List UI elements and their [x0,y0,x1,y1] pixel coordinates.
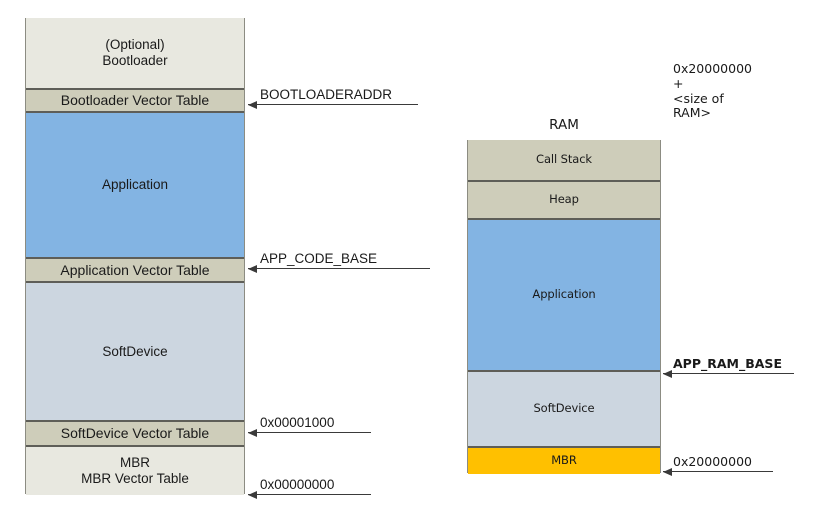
arrow-line [663,373,794,374]
arrow-head-icon [248,101,257,109]
ram-block-call-stack: Call Stack [468,140,660,181]
annotation-ram-0x20000000-label: 0x20000000 [673,454,752,470]
annotation-app-ram-base-label: APP_RAM_BASE [673,356,782,372]
arrow-head-icon [663,370,672,378]
flash-block-bootloader-label: (Optional) Bootloader [102,37,168,68]
arrow-line [248,432,371,433]
ram-block-mbr-label: MBR [551,453,577,468]
arrow-head-icon [248,491,257,499]
ram-block-heap: Heap [468,181,660,219]
annotation-bootloaderaddr-label: BOOTLOADERADDR [260,87,393,103]
flash-block-bootloader: (Optional) Bootloader [26,18,244,89]
flash-block-softdevice: SoftDevice [26,282,244,421]
arrow-line [248,104,418,105]
arrow-head-icon [248,265,257,273]
arrow-head-icon [663,468,672,476]
flash-block-bootloader-vector-table: Bootloader Vector Table [26,89,244,112]
ram-block-mbr: MBR [468,447,660,474]
arrow-head-icon [248,429,257,437]
flash-block-application: Application [26,112,244,258]
flash-block-application-vector-table: Application Vector Table [26,258,244,282]
flash-block-softdevice-label: SoftDevice [102,343,168,359]
flash-block-softdevice-vector-table: SoftDevice Vector Table [26,421,244,446]
ram-memory-column: Call Stack Heap Application SoftDevice M… [467,140,661,474]
annotation-flash-0x00000000-label: 0x00000000 [260,477,335,493]
annotation-flash-0x00001000: 0x00001000 [248,415,371,437]
arrow-line [248,268,430,269]
ram-block-call-stack-label: Call Stack [536,152,592,167]
annotation-flash-0x00000000: 0x00000000 [248,477,371,499]
flash-block-softdevice-vector-table-label: SoftDevice Vector Table [60,425,210,442]
flash-block-application-vector-table-label: Application Vector Table [60,261,210,278]
ram-block-softdevice-label: SoftDevice [533,401,595,416]
ram-block-application-label: Application [532,287,596,302]
annotation-app-code-base: APP_CODE_BASE [248,251,430,273]
annotation-ram-0x20000000: 0x20000000 [663,454,773,476]
ram-block-heap-label: Heap [549,192,579,207]
flash-block-bootloader-vector-table-label: Bootloader Vector Table [60,92,210,109]
ram-block-application: Application [468,219,660,371]
flash-block-mbr: MBR MBR Vector Table [26,446,244,495]
arrow-line [248,494,371,495]
flash-block-application-label: Application [101,177,169,193]
annotation-app-code-base-label: APP_CODE_BASE [260,251,378,267]
annotation-ram-top-address-label: 0x20000000 + <size of RAM> [673,61,752,121]
annotation-flash-0x00001000-label: 0x00001000 [260,415,335,431]
annotation-bootloaderaddr: BOOTLOADERADDR [248,87,418,109]
arrow-line [663,471,773,472]
ram-column-heading: RAM [549,117,579,133]
flash-block-mbr-label: MBR MBR Vector Table [81,455,189,486]
ram-block-softdevice: SoftDevice [468,371,660,447]
annotation-app-ram-base: APP_RAM_BASE [663,356,794,378]
flash-memory-column: (Optional) Bootloader Bootloader Vector … [25,18,245,495]
